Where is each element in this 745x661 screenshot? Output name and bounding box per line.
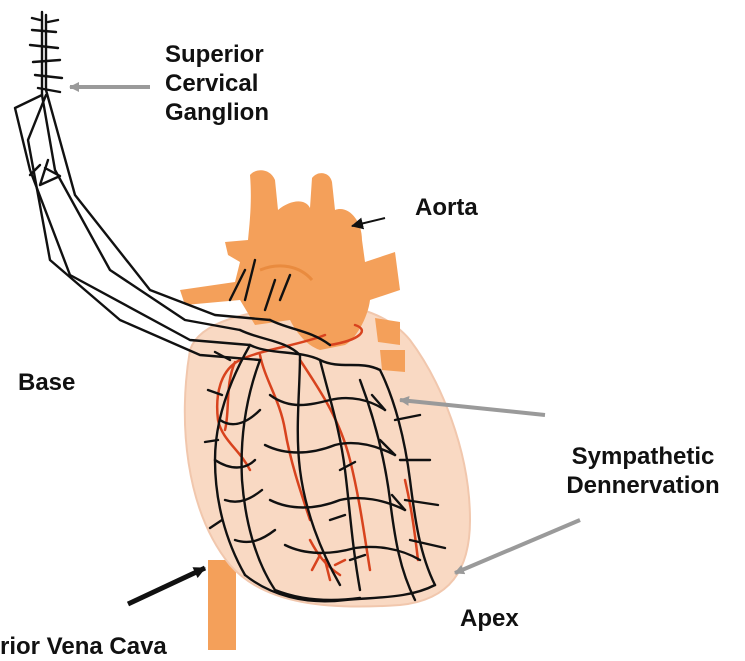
pulmonary-branch-shape-2: [380, 350, 405, 372]
base-label: Base: [18, 368, 75, 397]
ganglion-label-line2: Cervical: [165, 69, 269, 98]
superior-vena-cava-shape: [208, 560, 236, 650]
vena-cava-label: rior Vena Cava: [0, 632, 167, 661]
pulmonary-branch-shape: [375, 318, 400, 345]
sympathetic-arrow-lower: [455, 520, 580, 573]
sympathetic-label-line2: Dennervation: [548, 471, 738, 500]
ganglion-label-line1: Superior: [165, 40, 269, 69]
vena-cava-arrow: [128, 568, 205, 604]
ganglion-label-line3: Ganglion: [165, 98, 269, 127]
apex-label: Apex: [460, 604, 519, 633]
aorta-label: Aorta: [415, 193, 478, 222]
sympathetic-label: Sympathetic Dennervation: [548, 442, 738, 500]
sympathetic-label-line1: Sympathetic: [548, 442, 738, 471]
ganglion-label: Superior Cervical Ganglion: [165, 40, 269, 127]
